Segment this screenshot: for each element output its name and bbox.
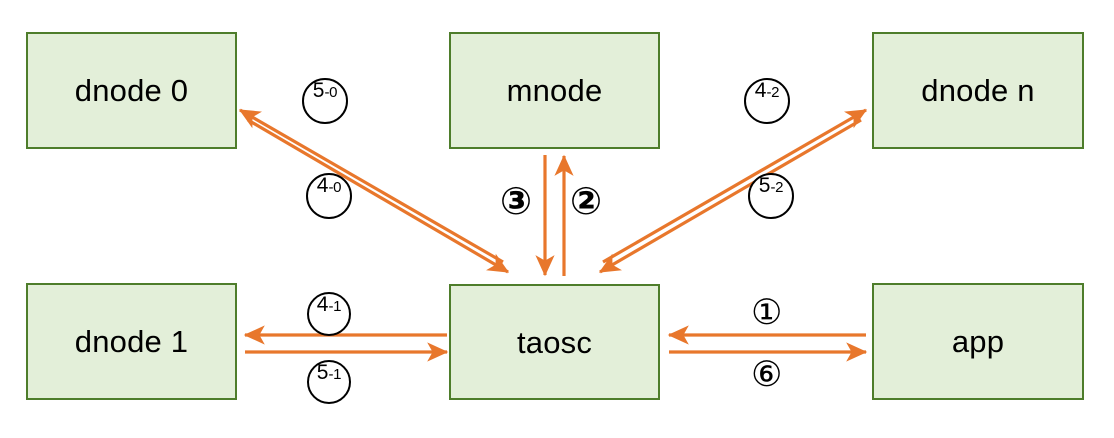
edge-badge-5-2: 5 -2: [748, 173, 794, 219]
edge-badge-3: ③: [500, 179, 533, 223]
node-mnode[interactable]: mnode: [449, 32, 660, 149]
badge-suffix: -1: [328, 366, 342, 383]
badge-number: 5: [312, 79, 325, 102]
edge-5-0: [238, 108, 504, 264]
badge-number: 5: [316, 361, 329, 384]
edge-badge-6: ⑥: [751, 355, 783, 395]
edge-5-2: [598, 118, 862, 274]
edge-4-2: [602, 108, 868, 264]
edge-4-0: [247, 118, 510, 274]
edge-badge-4-1: 4 -1: [307, 292, 351, 336]
edge-badge-1: ①: [751, 293, 783, 333]
edge-badge-5-0: 5 -0: [302, 78, 348, 124]
node-dnode0[interactable]: dnode 0: [26, 32, 237, 149]
edge-badge-4-0: 4 -0: [306, 173, 352, 219]
node-dnode1[interactable]: dnode 1: [26, 283, 237, 400]
badge-suffix: -2: [766, 84, 780, 101]
badge-number: 4: [754, 79, 767, 102]
node-label: taosc: [516, 324, 593, 360]
node-label: dnode n: [921, 73, 1035, 108]
badge-suffix: -2: [770, 179, 784, 196]
badge-suffix: -0: [324, 84, 338, 101]
node-taosc[interactable]: taosc: [449, 284, 660, 400]
node-label: app: [951, 324, 1005, 359]
badge-number: 4: [316, 293, 329, 316]
edge-badge-4-2: 4 -2: [744, 78, 790, 124]
node-label: mnode: [506, 73, 603, 108]
badge-suffix: -1: [328, 298, 342, 315]
node-label: dnode 1: [74, 324, 189, 359]
node-app[interactable]: app: [872, 283, 1084, 400]
badge-number: 4: [316, 174, 329, 197]
badge-number: 5: [758, 174, 771, 197]
badge-suffix: -0: [328, 179, 342, 196]
edge-badge-2: ②: [570, 179, 603, 223]
node-label: dnode 0: [74, 73, 189, 108]
edge-badge-5-1: 5 -1: [307, 360, 351, 404]
node-dnoden[interactable]: dnode n: [872, 32, 1084, 149]
